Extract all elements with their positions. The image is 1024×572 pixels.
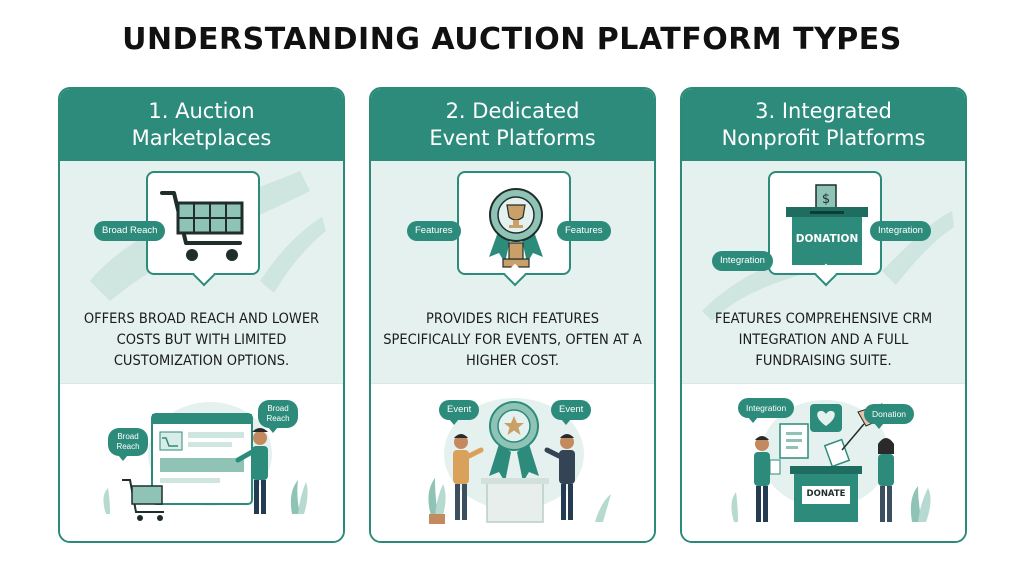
card-description: FEATURES COMPREHENSIVE CRM INTEGRATION A… xyxy=(714,311,933,369)
card-upper-panel: $ DONATION Integration Integration FEATU… xyxy=(682,161,965,383)
shopping-cart-icon xyxy=(146,171,260,275)
card-heading-line1: 3. Integrated xyxy=(755,99,892,123)
card-scene: Integration Donation DONATE xyxy=(682,383,965,541)
scene-donate-box-label: DONATE xyxy=(806,489,846,499)
card-heading: 2. Dedicated Event Platforms xyxy=(371,89,654,161)
card-auction-marketplaces: 1. Auction Marketplaces Broad Reach OFFE… xyxy=(58,87,345,543)
card-description: OFFERS BROAD REACH AND LOWER COSTS BUT W… xyxy=(83,311,320,369)
scene-label-broad-reach-left: Broad Reach xyxy=(108,428,148,461)
card-heading: 3. Integrated Nonprofit Platforms xyxy=(682,89,965,161)
pill-features-right: Features xyxy=(557,221,611,241)
pill-integration-left: Integration xyxy=(712,251,773,271)
card-heading-line2: Event Platforms xyxy=(429,126,596,150)
pill-features-left: Features xyxy=(407,221,461,241)
page-title: UNDERSTANDING AUCTION PLATFORM TYPES xyxy=(122,22,902,57)
card-dedicated-event-platforms: 2. Dedicated Event Platforms Features Fe… xyxy=(369,87,656,543)
svg-text:$: $ xyxy=(822,192,830,207)
card-scene: Event Event xyxy=(371,383,654,541)
event-scene-illustration xyxy=(428,398,611,524)
card-heading-line2: Nonprofit Platforms xyxy=(721,126,926,150)
scene-label-integration: Integration xyxy=(738,398,795,423)
card-description: PROVIDES RICH FEATURES SPECIFICALLY FOR … xyxy=(383,311,642,369)
donation-box-label: DONATION xyxy=(795,233,859,245)
card-integrated-nonprofit-platforms: 3. Integrated Nonprofit Platforms $ DONA… xyxy=(680,87,967,543)
nonprofit-scene-illustration xyxy=(731,400,931,522)
marketplace-scene-illustration xyxy=(103,402,308,521)
scene-label-broad-reach-right: Broad Reach xyxy=(258,400,298,433)
trophy-award-icon xyxy=(457,171,571,275)
card-heading-line1: 1. Auction xyxy=(148,99,255,123)
card-upper-panel: Broad Reach OFFERS BROAD REACH AND LOWER… xyxy=(60,161,343,383)
pill-broad-reach: Broad Reach xyxy=(94,221,166,241)
card-heading-line1: 2. Dedicated xyxy=(445,99,580,123)
card-scene: Broad Reach Broad Reach xyxy=(60,383,343,541)
card-heading-line2: Marketplaces xyxy=(131,126,272,150)
card-heading: 1. Auction Marketplaces xyxy=(60,89,343,161)
pill-integration-right: Integration xyxy=(870,221,931,241)
card-upper-panel: Features Features PROVIDES RICH FEATURES… xyxy=(371,161,654,383)
donation-box-icon: $ DONATION xyxy=(768,171,882,275)
scene-label-event-left: Event xyxy=(439,400,480,425)
scene-label-event-right: Event xyxy=(551,400,592,425)
scene-label-donation: Donation xyxy=(864,404,915,429)
